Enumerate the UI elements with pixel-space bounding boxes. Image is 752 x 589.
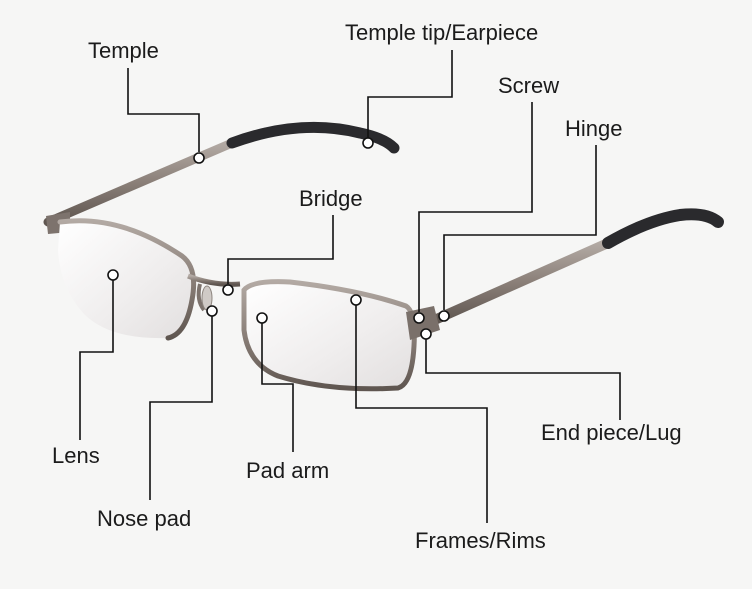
lens-leader: [79, 280, 114, 440]
nose-pad-leader: [149, 316, 213, 500]
pad-arm-marker: [256, 312, 268, 324]
label-temple: Temple: [88, 38, 159, 63]
bridge-bar: [187, 273, 241, 287]
label-temple-tip: Temple tip/Earpiece: [345, 20, 538, 45]
label-end-piece: End piece/Lug: [541, 420, 682, 445]
far-temple-arm: [43, 138, 237, 227]
label-bridge: Bridge: [299, 186, 363, 211]
bridge-marker: [222, 284, 234, 296]
label-pad-arm: Pad arm: [246, 458, 329, 483]
hinge-leader: [443, 145, 597, 310]
near-temple-tip: [602, 208, 724, 249]
hinge-marker: [438, 310, 450, 322]
label-lens: Lens: [52, 443, 100, 468]
end-piece-marker: [420, 328, 432, 340]
temple-tip-leader: [367, 50, 453, 138]
lens-marker: [107, 269, 119, 281]
screw-marker: [413, 312, 425, 324]
far-temple-tip: [226, 121, 400, 154]
nose-pad-arm-left: [196, 283, 206, 312]
bridge-leader: [227, 215, 334, 284]
frames-marker: [350, 294, 362, 306]
leader-lines: [79, 50, 621, 523]
label-frames: Frames/Rims: [415, 528, 546, 553]
near-temple-arm: [425, 238, 613, 327]
left-rim: [57, 218, 197, 341]
temple-tip-marker: [362, 137, 374, 149]
temple-marker: [193, 152, 205, 164]
right-rim: [241, 279, 417, 392]
label-screw: Screw: [498, 73, 559, 98]
end-piece-leader: [425, 334, 621, 420]
temple-leader: [127, 68, 200, 152]
markers: [107, 137, 450, 340]
left-lens: [58, 220, 194, 339]
eyeglasses-illustration: [43, 121, 724, 392]
nose-pad-marker: [206, 305, 218, 317]
screw-leader: [418, 102, 533, 312]
labels: Temple Temple tip/Earpiece Screw Hinge B…: [52, 20, 682, 553]
label-nose-pad: Nose pad: [97, 506, 191, 531]
label-hinge: Hinge: [565, 116, 622, 141]
right-lens: [244, 281, 415, 389]
pad-arm-leader: [261, 322, 294, 452]
frames-leader: [355, 301, 488, 523]
